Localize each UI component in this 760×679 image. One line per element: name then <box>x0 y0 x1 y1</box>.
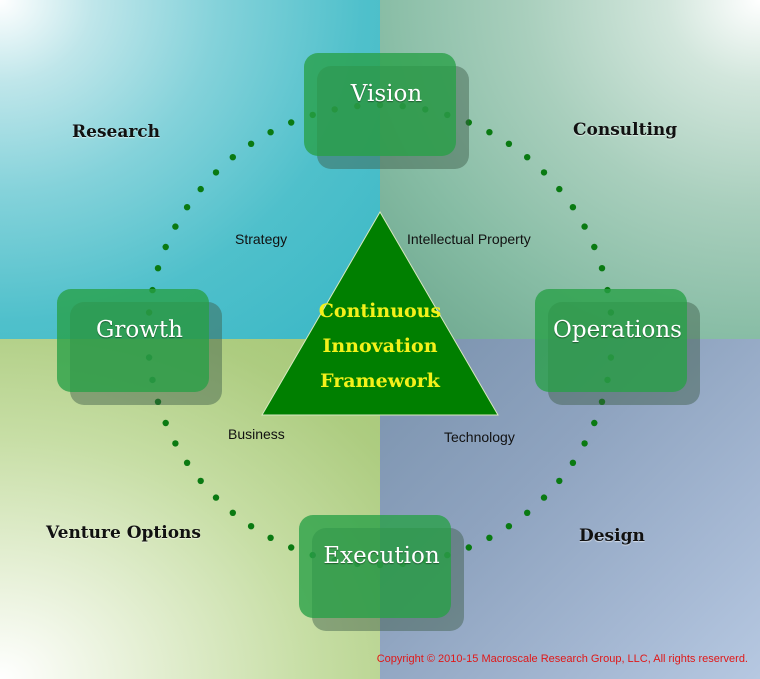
edge-label-business: Business <box>228 426 285 442</box>
circle-dot <box>247 523 255 530</box>
edge-label-strategy: Strategy <box>235 231 288 247</box>
circle-dot <box>229 154 236 161</box>
circle-dot <box>465 119 472 126</box>
quadrant-label-venture-options: Venture Options <box>46 523 201 543</box>
node-label: Execution <box>323 543 440 569</box>
circle-dot <box>183 459 191 466</box>
circle-dot <box>486 129 493 136</box>
node-box <box>535 289 687 392</box>
circle-dot <box>247 140 255 147</box>
circle-dot <box>598 265 606 272</box>
node-label: Operations <box>553 317 682 343</box>
circle-dot <box>267 534 274 541</box>
node-operations[interactable]: Operations <box>535 289 700 405</box>
circle-dot <box>212 169 220 176</box>
circle-dot <box>154 265 162 272</box>
circle-dot <box>197 477 204 485</box>
node-execution[interactable]: Execution <box>299 515 464 631</box>
circle-dot <box>172 223 179 230</box>
circle-dot <box>505 140 513 147</box>
quadrant-label-consulting: Consulting <box>573 120 678 140</box>
circle-dot <box>183 204 191 211</box>
center-triangle <box>261 211 499 416</box>
quadrant-label-research: Research <box>72 122 161 142</box>
circle-dot <box>267 129 274 136</box>
circle-dot <box>288 119 295 126</box>
circle-dot <box>569 459 577 466</box>
circle-dot <box>591 419 598 427</box>
circle-dot <box>598 398 606 405</box>
circle-dot <box>162 243 169 251</box>
center-title-line-3: Framework <box>320 370 440 392</box>
circle-dot <box>154 398 162 405</box>
circle-dot <box>162 419 169 427</box>
center-title-line-2: Innovation <box>322 335 438 357</box>
node-growth[interactable]: Growth <box>57 289 222 405</box>
circle-dot <box>540 169 548 176</box>
circle-dot <box>288 544 295 551</box>
node-box <box>299 515 451 618</box>
circle-dot <box>540 494 548 501</box>
circle-dot <box>556 477 563 485</box>
node-label: Growth <box>96 317 183 343</box>
circle-dot <box>591 243 598 251</box>
edge-label-intellectual-property: Intellectual Property <box>407 231 531 247</box>
node-vision[interactable]: Vision <box>304 53 469 169</box>
circle-dot <box>556 185 563 193</box>
copyright-notice: Copyright © 2010-15 Macroscale Research … <box>376 653 748 665</box>
circle-dot <box>581 223 588 230</box>
circle-dot <box>581 440 588 447</box>
node-box <box>57 289 209 392</box>
circle-dot <box>197 185 204 193</box>
circle-dot <box>569 204 577 211</box>
circle-dot <box>212 494 220 501</box>
node-label: Vision <box>350 81 423 107</box>
circle-dot <box>505 523 513 530</box>
center-title-line-1: Continuous <box>318 300 442 322</box>
circle-dot <box>465 544 472 551</box>
node-box <box>304 53 456 156</box>
quadrant-label-design: Design <box>579 526 645 546</box>
circle-dot <box>229 509 236 516</box>
circle-dot <box>172 440 179 447</box>
circle-dot <box>524 154 531 161</box>
edge-label-technology: Technology <box>444 429 515 445</box>
circle-dot <box>524 509 531 516</box>
circle-dot <box>486 534 493 541</box>
